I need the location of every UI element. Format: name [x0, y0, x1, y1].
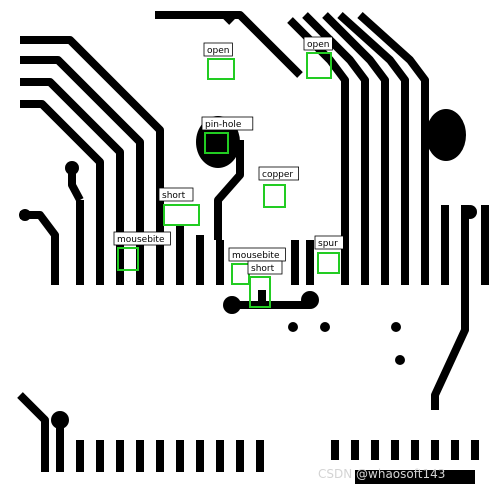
detection-box	[317, 252, 340, 274]
detection-label: pin-hole	[205, 120, 242, 130]
detection-mousebite: mousebite	[113, 231, 171, 271]
detection-label-bg	[303, 36, 333, 51]
detection-label-bg	[258, 166, 299, 181]
detection-short: short	[158, 187, 200, 226]
detection-label: mousebite	[117, 235, 165, 245]
detection-box	[207, 58, 235, 80]
detection-box	[263, 184, 286, 208]
detection-box	[249, 276, 271, 308]
detection-copper: copper	[258, 166, 299, 208]
detection-label: short	[162, 191, 186, 201]
detection-label-bg	[203, 42, 233, 57]
detection-spur: spur	[314, 235, 344, 274]
detection-label: short	[251, 264, 275, 274]
detection-open: open	[203, 42, 235, 80]
detection-label-bg	[314, 235, 344, 250]
detection-short: short	[247, 260, 283, 308]
detection-label-bg	[247, 260, 283, 275]
detection-label-bg	[158, 187, 194, 202]
detection-label: open	[207, 46, 229, 56]
detection-boxes: open open pin-hole copper short mousebite mous…	[113, 36, 344, 308]
detection-open: open	[303, 36, 333, 79]
watermark: CSDN @whaosoft143	[318, 467, 445, 481]
detection-label-bg	[113, 231, 171, 246]
detection-box	[204, 132, 229, 154]
detection-box	[306, 52, 332, 79]
detection-pin-hole: pin-hole	[201, 116, 254, 154]
detection-box	[117, 247, 139, 271]
detection-box	[163, 204, 200, 226]
detection-label: open	[307, 40, 329, 50]
detection-label: mousebite	[232, 251, 280, 261]
detection-label: copper	[262, 170, 293, 180]
detection-label: spur	[318, 239, 338, 249]
detection-label-bg	[201, 116, 254, 131]
